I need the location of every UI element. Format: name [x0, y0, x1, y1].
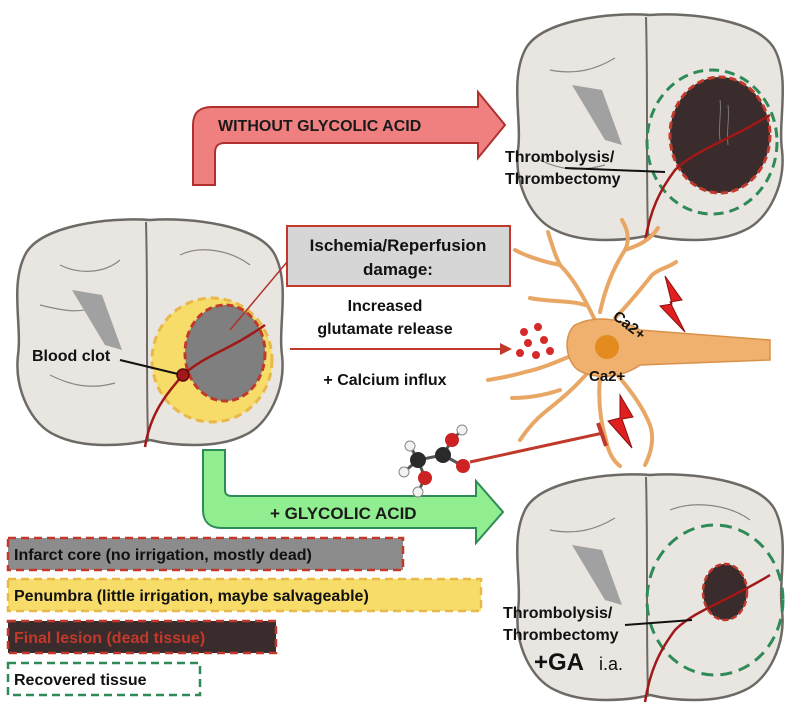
- glutamate-dots: [516, 323, 554, 359]
- bottom-thrombolysis-pointer: [624, 619, 693, 626]
- neuron-nucleus: [595, 335, 619, 359]
- ga-label: +GA: [534, 649, 584, 676]
- left-ventricle: [72, 290, 122, 350]
- legend-label-4: Recovered tissue: [14, 672, 147, 689]
- box-connector: [229, 261, 288, 331]
- without-glycolic-acid-label: WITHOUT GLYCOLIC ACID: [218, 118, 421, 135]
- glycolic-acid-label: + GLYCOLIC ACID: [270, 504, 417, 523]
- blood-clot-label: Blood clot: [32, 348, 111, 365]
- glycolic-acid-arrow: [202, 449, 505, 546]
- legend-swatch-1: [6, 536, 405, 572]
- glycolic-acid-molecule-icon: [398, 424, 470, 498]
- inhibition-bar: [596, 422, 608, 447]
- ischemia-reperfusion-box: [286, 225, 511, 287]
- legend-swatch-3: [6, 619, 278, 655]
- recovered-boundary: [645, 68, 779, 216]
- ischemia-reperfusion-line1: Ischemia/Reperfusion: [310, 236, 487, 255]
- bottom-thrombolysis-line1: Thrombolysis/: [503, 605, 613, 622]
- calcium-lightning-lower-icon: [607, 393, 634, 449]
- ga-route-label: i.a.: [599, 654, 623, 674]
- top-vessel: [643, 113, 771, 243]
- without-glycolic-acid-arrow: [192, 89, 507, 186]
- mechanism-arrowhead: [500, 343, 512, 355]
- left-brain: [15, 218, 285, 448]
- ischemia-reperfusion-line2: damage:: [363, 260, 433, 279]
- top-thrombolysis-pointer: [564, 167, 666, 173]
- recovered-tissue-region: [645, 523, 785, 677]
- top-thrombolysis-line1: Thrombolysis/: [505, 149, 615, 166]
- legend-swatch-4: [6, 661, 202, 697]
- legend-swatch-2: [6, 577, 483, 613]
- mechanism-line2: glutamate release: [317, 321, 452, 338]
- calcium-ion: Ca2+: [589, 368, 626, 385]
- blood-clot: [176, 368, 190, 382]
- bottom-thrombolysis-line2: Thrombectomy: [503, 627, 619, 644]
- mechanism-line1: Increased: [348, 298, 423, 315]
- bottom-vessel: [643, 573, 771, 703]
- neuron: [486, 218, 771, 468]
- bottom-right-brain: [515, 473, 785, 703]
- top-right-brain: [515, 13, 785, 243]
- legend-label-3: Final lesion (dead tissue): [14, 630, 205, 647]
- mechanism-line3: + Calcium influx: [323, 372, 446, 389]
- legend-label-1: Infarct core (no irrigation, mostly dead…: [14, 547, 312, 564]
- inhibition-line: [469, 431, 604, 464]
- infarct-core: [183, 303, 267, 403]
- blood-clot-pointer: [119, 359, 179, 375]
- legend: Infarct core (no irrigation, mostly dead…: [6, 536, 483, 697]
- legend-label-2: Penumbra (little irrigation, maybe salva…: [14, 588, 369, 605]
- calcium-lightning-upper-icon: [658, 275, 686, 333]
- top-thrombolysis-line2: Thrombectomy: [505, 171, 621, 188]
